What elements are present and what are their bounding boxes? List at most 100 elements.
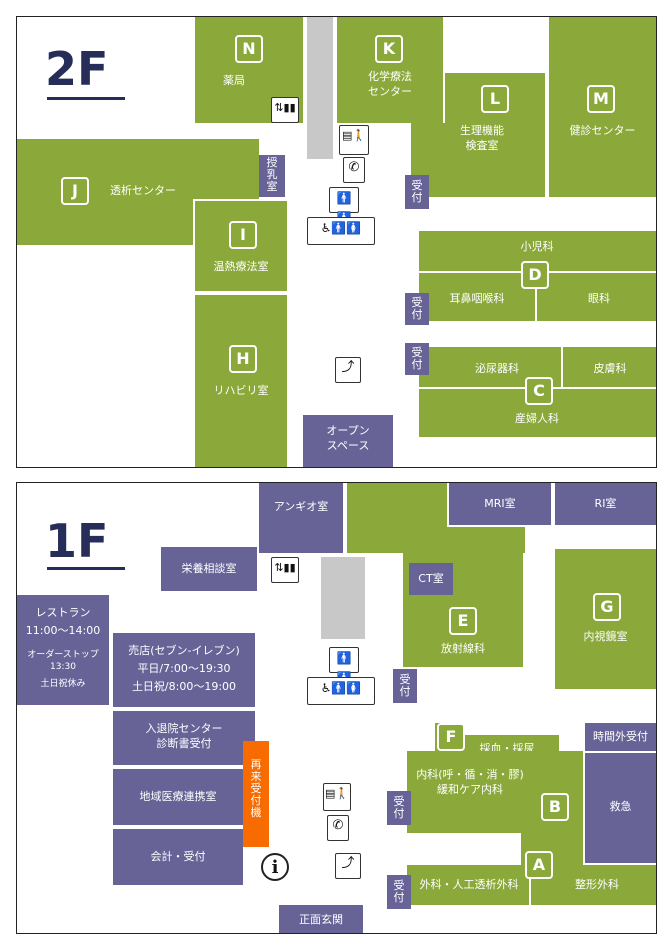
room-j-right (193, 139, 259, 199)
restroom-icon: 🚹🚺 (329, 187, 359, 225)
room-h-rehab[interactable]: H リハビリ室 (195, 295, 287, 467)
room-m-checkup[interactable]: M 健診センター (549, 17, 656, 197)
regional-label: 地域医療連携室 (139, 790, 217, 803)
elevator-shaft-1f (321, 557, 365, 639)
room-k-chemotherapy[interactable]: K 化学療法 センター (337, 17, 443, 123)
room-j-dialysis[interactable] (17, 139, 193, 245)
reception-d-label: 受付 (411, 296, 423, 321)
elevator-icon: ⇅▮▮ (271, 97, 299, 123)
ri-room-label: RI室 (594, 497, 617, 510)
ct-room[interactable]: CT室 (409, 563, 453, 595)
room-c-urology-label: 泌尿器科 (475, 362, 519, 375)
letter-badge-a[interactable]: A (525, 851, 553, 879)
room-m-label: 健診センター (569, 124, 636, 137)
reception-a[interactable]: 受付 (387, 875, 411, 909)
restaurant-last-order: オーダーストップ 13:30 (27, 650, 99, 672)
room-n-label: 薬局 (223, 74, 245, 87)
ri-room[interactable]: RI室 (555, 483, 656, 525)
reception-a-label: 受付 (393, 879, 405, 904)
main-entrance[interactable]: 正面玄関 (279, 905, 363, 933)
restroom-icon: 🚹🚺 (329, 647, 359, 685)
after-hours-label: 時間外受付 (593, 730, 648, 743)
room-b-internal[interactable]: 内科(呼・循・消・膠) 緩和ケア内科 B (407, 751, 583, 833)
revisit-reception-machine[interactable]: 再来受付機 (243, 741, 269, 847)
letter-badge-n: N (235, 35, 263, 63)
room-i-thermo[interactable]: I 温熱療法室 (195, 201, 287, 291)
floor-2f-underline (47, 97, 125, 100)
admission-center[interactable]: 入退院センター 診断書受付 (113, 711, 255, 765)
mri-room[interactable]: MRI室 (449, 483, 551, 525)
shop-name: 売店(セブン-イレブン) (128, 644, 240, 657)
elevator-shaft-2f (307, 17, 333, 159)
emergency[interactable]: 救急 (585, 753, 656, 863)
room-g-endoscopy[interactable]: G 内視鏡室 (555, 549, 656, 689)
open-space[interactable]: オープン スペース (303, 415, 393, 467)
letter-badge-h: H (229, 345, 257, 373)
room-k-label: 化学療法 センター (368, 70, 412, 98)
nursing-room-label: 授乳室 (266, 156, 278, 193)
reception-b[interactable]: 受付 (387, 791, 411, 825)
shop-weekend: 土日祝/8:00〜19:00 (131, 680, 237, 693)
after-hours-reception[interactable]: 時間外受付 (585, 723, 656, 751)
emergency-label: 救急 (609, 800, 632, 813)
letter-badge-e: E (449, 607, 477, 635)
room-n-pharmacy[interactable]: N 薬局 (195, 17, 303, 123)
room-d-pediatrics-label: 小児科 (520, 240, 554, 253)
restaurant[interactable]: レストラン 11:00〜14:00 オーダーストップ 13:30 土日祝休み (17, 595, 109, 705)
room-g-label: 内視鏡室 (583, 630, 628, 643)
floor-2f-map: 2F N 薬局 ⇅▮▮ K 化学療法 センター L 生理機能 検査室 M 健診セ… (16, 16, 657, 468)
admission-label: 入退院センター 診断書受付 (145, 722, 223, 750)
restaurant-name: レストラン (35, 606, 91, 619)
room-c-obgyn-label: 産婦人科 (515, 412, 559, 425)
letter-badge-l: L (481, 85, 509, 113)
accounting-reception[interactable]: 会計・受付 (113, 829, 243, 885)
room-e-label: 放射線科 (441, 642, 485, 655)
shop-weekday: 平日/7:00〜19:30 (137, 662, 231, 675)
reception-c-label: 受付 (411, 346, 423, 371)
letter-badge-c[interactable]: C (525, 377, 553, 405)
letter-badge-d[interactable]: D (521, 261, 549, 289)
letter-badge-m: M (587, 85, 615, 113)
revisit-label: 再来受付機 (250, 758, 262, 819)
vending-machine-icon: ▤🚶 (339, 125, 369, 155)
ct-room-label: CT室 (418, 572, 444, 585)
angio-room[interactable]: アンギオ室 (259, 483, 343, 553)
reception-l-label: 受付 (411, 179, 423, 204)
accessible-restroom-icon: ♿🚹🚺 (307, 677, 375, 705)
letter-badge-k: K (375, 35, 403, 63)
letter-badge-b: B (541, 793, 569, 821)
nutrition-label: 栄養相談室 (181, 562, 237, 575)
floor-1f-map: 1F アンギオ室 MRI室 RI室 栄養相談室 ⇅▮▮ E 放射線科 CT室 受… (16, 482, 657, 934)
reception-d[interactable]: 受付 (405, 293, 429, 325)
room-a-divider (529, 865, 531, 905)
convenience-store[interactable]: 売店(セブン-イレブン) 平日/7:00〜19:30 土日祝/8:00〜19:0… (113, 633, 255, 707)
restaurant-hours: 11:00〜14:00 (25, 624, 101, 637)
room-l-label: 生理機能 検査室 (460, 124, 504, 152)
letter-badge-i: I (229, 221, 257, 249)
vending-machine-icon: ▤🚶 (323, 783, 351, 811)
room-l-physiology[interactable]: L 生理機能 検査室 (445, 73, 545, 197)
floor-1f-underline (47, 567, 125, 570)
floor-2f-title: 2F (45, 42, 109, 96)
entrance-label: 正面玄関 (299, 913, 343, 926)
room-a-ortho-label: 整形外科 (575, 878, 619, 891)
reception-e-label: 受付 (399, 673, 411, 698)
letter-badge-f[interactable]: F (437, 723, 465, 751)
nutrition-consult-room[interactable]: 栄養相談室 (161, 547, 257, 591)
room-c-dermatology-label: 皮膚科 (593, 362, 627, 375)
room-e-radiology[interactable]: E 放射線科 (403, 527, 523, 667)
room-d-ent-label: 耳鼻咽喉科 (449, 292, 505, 305)
mri-room-label: MRI室 (484, 497, 516, 510)
regional-liaison-office[interactable]: 地域医療連携室 (113, 769, 243, 825)
reception-c[interactable]: 受付 (405, 343, 429, 375)
open-space-label: オープン スペース (326, 424, 370, 452)
angio-room-label: アンギオ室 (273, 500, 329, 513)
reception-e[interactable]: 受付 (393, 669, 417, 703)
room-b-label: 内科(呼・循・消・膠) 緩和ケア内科 (416, 768, 524, 796)
reception-l[interactable]: 受付 (405, 175, 429, 209)
floor-1f-title: 1F (45, 514, 109, 568)
room-d-ophthalmology-label: 眼科 (588, 292, 610, 305)
nursing-room[interactable]: 授乳室 (259, 155, 285, 197)
room-i-label: 温熱療法室 (213, 260, 269, 273)
elevator-icon: ⇅▮▮ (271, 557, 299, 583)
